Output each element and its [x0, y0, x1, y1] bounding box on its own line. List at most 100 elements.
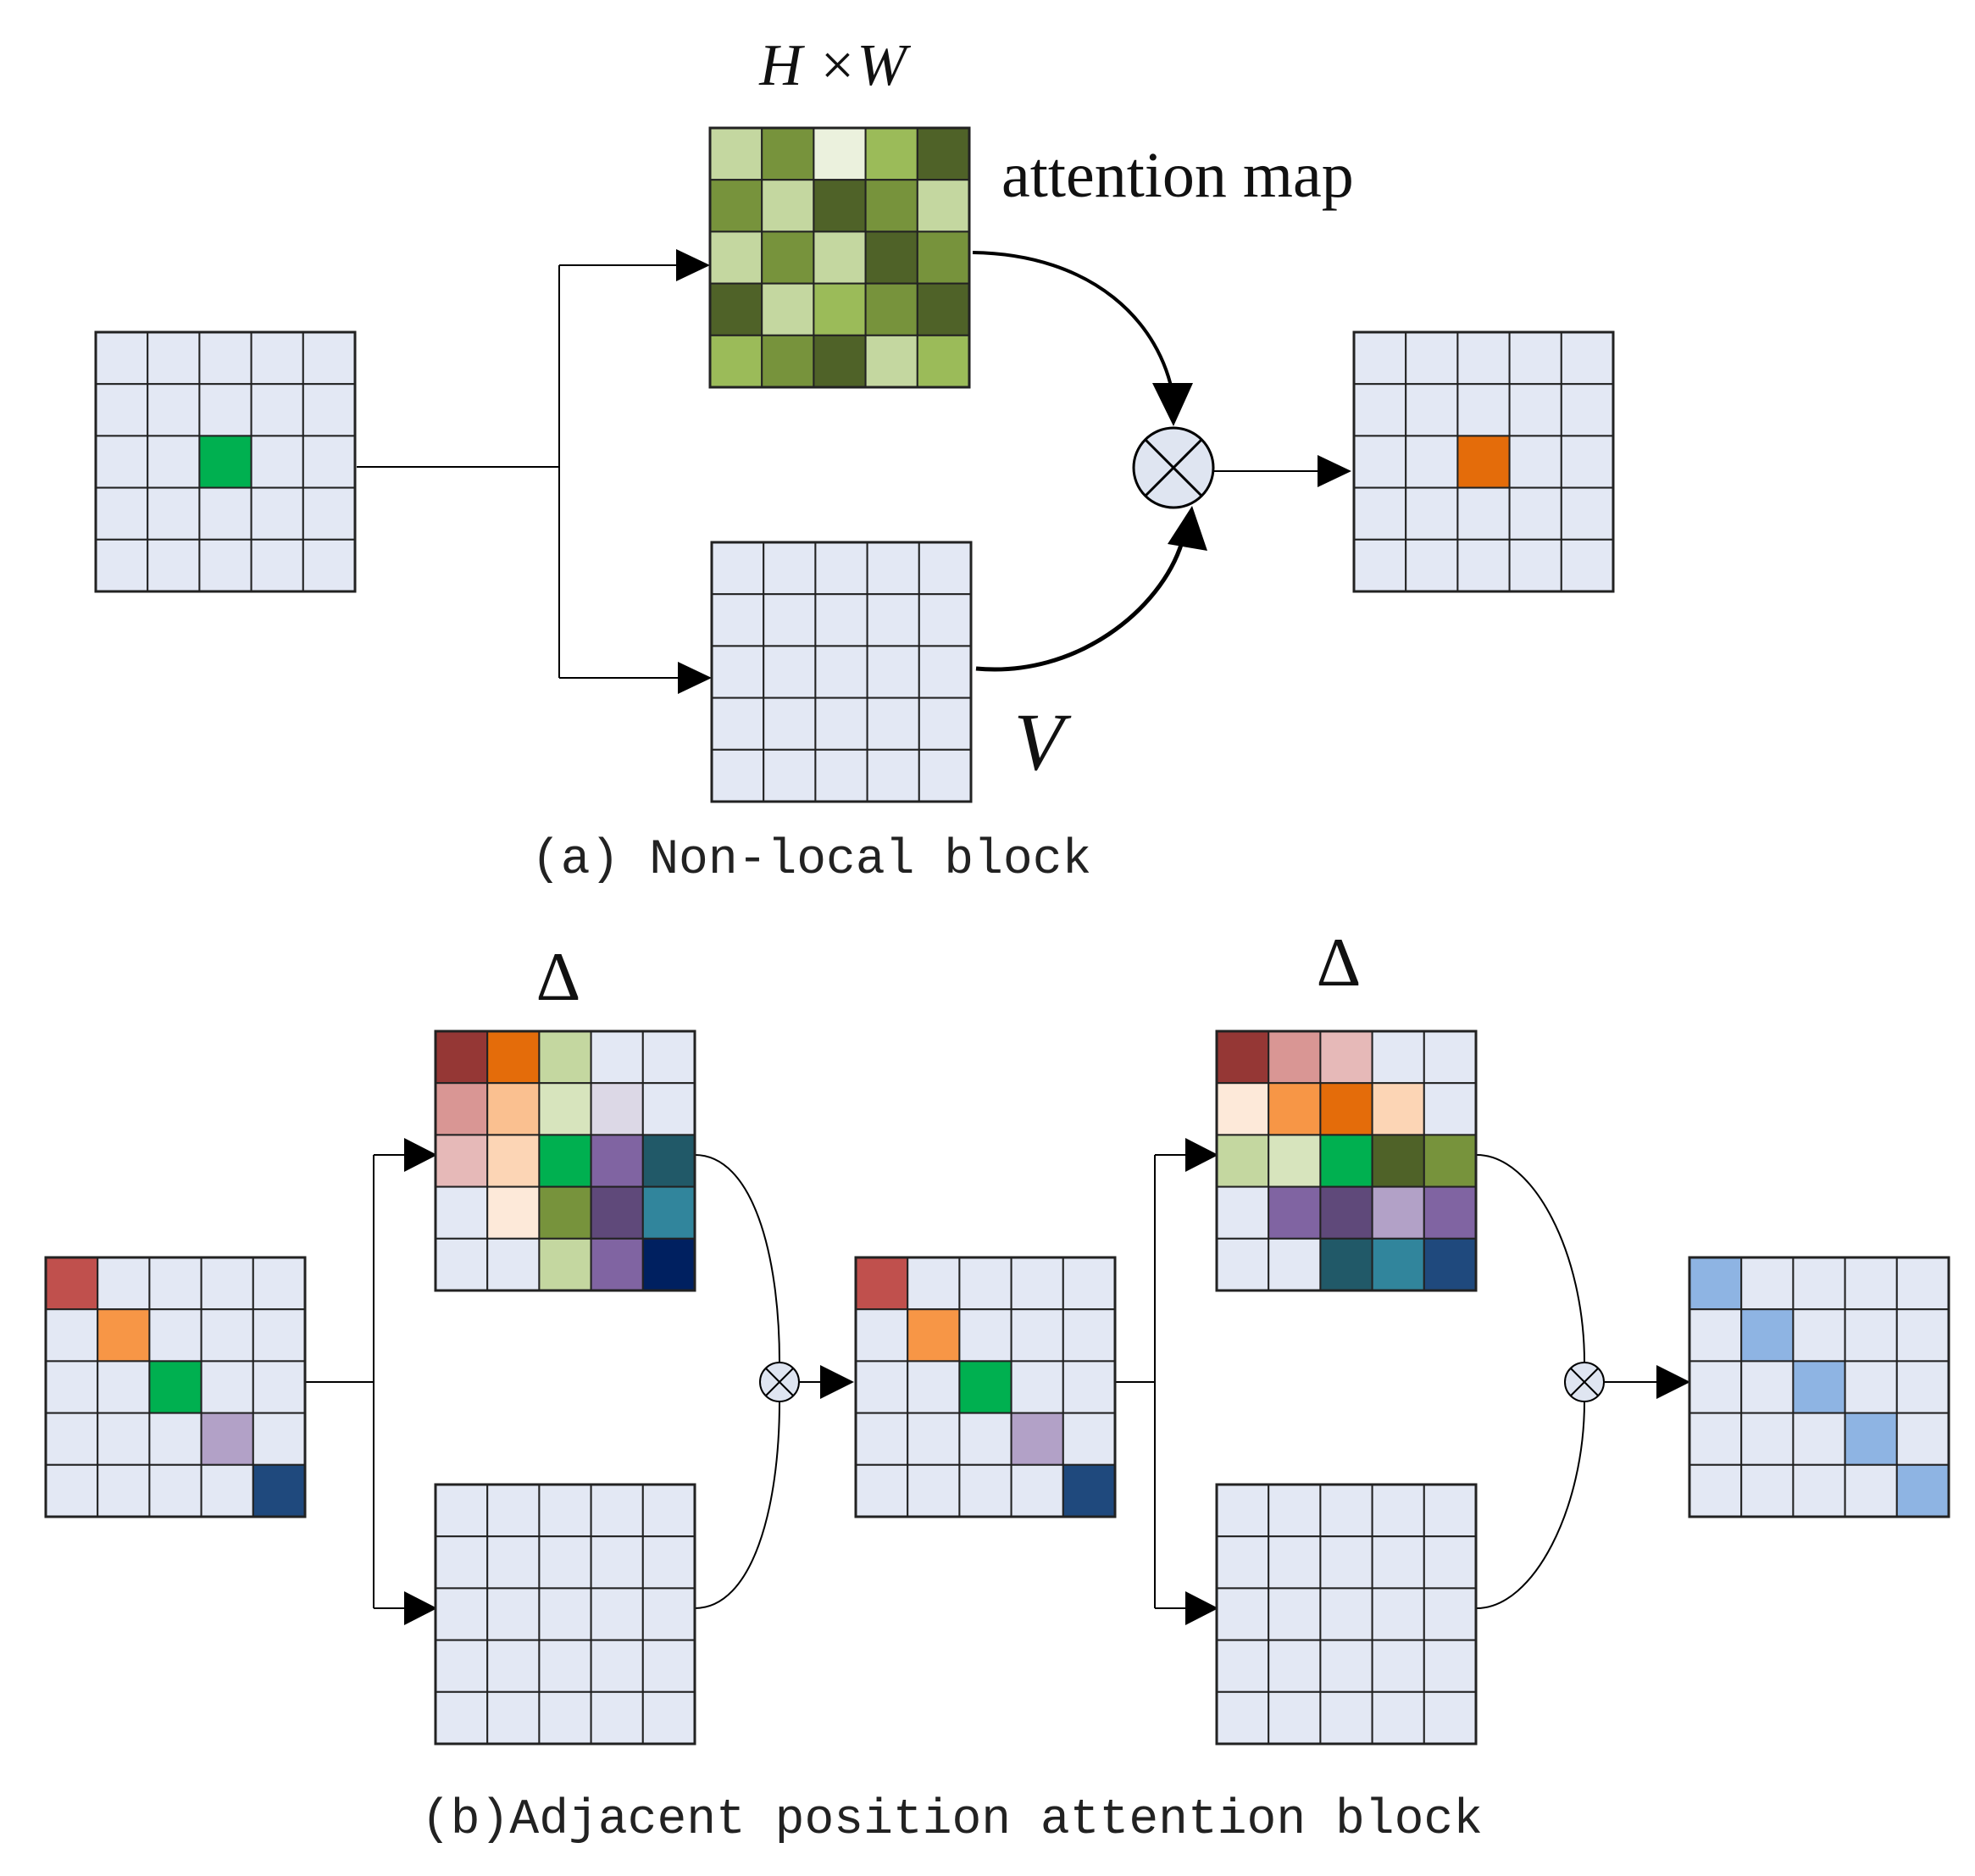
grid-cell [866, 645, 920, 699]
grid-cell [1895, 1412, 1950, 1466]
grid-cell [1560, 435, 1615, 489]
grid-cell [1216, 1587, 1270, 1641]
grid-cell [1423, 1484, 1478, 1538]
grid-cell [1371, 1134, 1425, 1188]
grid-cell [200, 1308, 254, 1363]
grid-cell [1062, 1308, 1117, 1363]
grid-cell [590, 1237, 644, 1292]
grid-cell [1689, 1308, 1743, 1363]
grid-cell [1319, 1030, 1373, 1085]
grid-cell [1268, 1185, 1322, 1240]
grid-cell [1689, 1463, 1743, 1518]
grid-cell [1319, 1237, 1373, 1292]
grid-cell [250, 435, 304, 489]
grid-cell [252, 1308, 306, 1363]
grid-cell [641, 1185, 696, 1240]
grid-cell [302, 331, 356, 386]
grid-cell [200, 1257, 254, 1311]
b-middle-grid [854, 1256, 1117, 1518]
grid-cell [1423, 1690, 1478, 1746]
grid-cell [1216, 1535, 1270, 1590]
grids [44, 126, 1950, 1746]
grid-cell [1508, 486, 1562, 541]
grid-cell [1456, 383, 1511, 437]
grid-cell [302, 486, 356, 541]
grid-cell [1268, 1030, 1322, 1085]
grid-cell [1319, 1690, 1373, 1746]
grid-cell [763, 748, 817, 802]
grid-cell [250, 383, 304, 437]
grid-cell [907, 1308, 961, 1363]
b2-arrowhead-value [1185, 1591, 1218, 1625]
grid-border [854, 1256, 1117, 1518]
grid-border [94, 330, 357, 593]
grid-cell [1895, 1463, 1950, 1518]
grid-cell [1319, 1535, 1373, 1590]
grid-cell [198, 435, 252, 489]
grid-cell [1508, 538, 1562, 592]
grid-cell [1456, 435, 1511, 489]
grid-cell [435, 1484, 489, 1538]
grid-cell [1895, 1360, 1950, 1414]
grid-cell [641, 1134, 696, 1188]
grid-cell [200, 1360, 254, 1414]
grid-cell [1353, 331, 1407, 386]
grid-cell [1405, 435, 1459, 489]
grid-cell [1423, 1639, 1478, 1693]
grid-cell [711, 645, 765, 699]
grid-cell [641, 1237, 696, 1292]
grid-cell [1689, 1257, 1743, 1311]
grid-cell [958, 1360, 1012, 1414]
a-split-line [357, 265, 560, 678]
a-curve-value-to-multiply [975, 541, 1184, 672]
b2-arrowhead-output [1656, 1365, 1690, 1399]
grid-cell [590, 1082, 644, 1136]
grid-cell [1010, 1463, 1064, 1518]
grid-cell [486, 1134, 541, 1188]
grid-cell [590, 1639, 644, 1693]
grid-cell [814, 645, 868, 699]
grid-cell [1010, 1308, 1064, 1363]
grid-cell [1423, 1587, 1478, 1641]
grid-cell [1319, 1639, 1373, 1693]
grid-cell [198, 486, 252, 541]
grid-cell [814, 541, 868, 596]
grid-cell [916, 127, 971, 181]
a-input-grid [94, 330, 357, 593]
grid-cell [538, 1030, 592, 1085]
grid-cell [97, 1412, 151, 1466]
grid-cell [590, 1535, 644, 1590]
grid-cell [1844, 1308, 1898, 1363]
grid-cell [302, 383, 356, 437]
caption-b: (b)Adjacent position attention block [421, 1793, 1483, 1848]
grid-cell [641, 1639, 696, 1693]
grid-cell [641, 1082, 696, 1136]
grid-cell [435, 1690, 489, 1746]
grid-cell [1689, 1412, 1743, 1466]
grid-cell [641, 1690, 696, 1746]
b1-arrowhead-value [404, 1591, 437, 1625]
grid-cell [250, 538, 304, 592]
grid-cell [1062, 1257, 1117, 1311]
grid-cell [1010, 1360, 1064, 1414]
grid-cell [200, 1412, 254, 1466]
grid-cell [763, 593, 817, 647]
grid-cell [813, 230, 867, 285]
grid-cell [864, 179, 918, 233]
grid-cell [1844, 1412, 1898, 1466]
b2-multiply-operator [1564, 1362, 1605, 1402]
grid-cell [763, 697, 817, 751]
grid-cell [1268, 1484, 1322, 1538]
grid-cell [45, 1412, 99, 1466]
grid-cell [918, 593, 973, 647]
grid-cell [486, 1185, 541, 1240]
grid-cell [250, 331, 304, 386]
connectors [306, 249, 1690, 1625]
grid-cell [1371, 1030, 1425, 1085]
grid-cell [1792, 1257, 1846, 1311]
grid-cell [1405, 331, 1459, 386]
grid-cell [1508, 383, 1562, 437]
grid-cell [1216, 1185, 1270, 1240]
grid-cell [45, 1463, 99, 1518]
b-output-grid [1688, 1256, 1950, 1518]
